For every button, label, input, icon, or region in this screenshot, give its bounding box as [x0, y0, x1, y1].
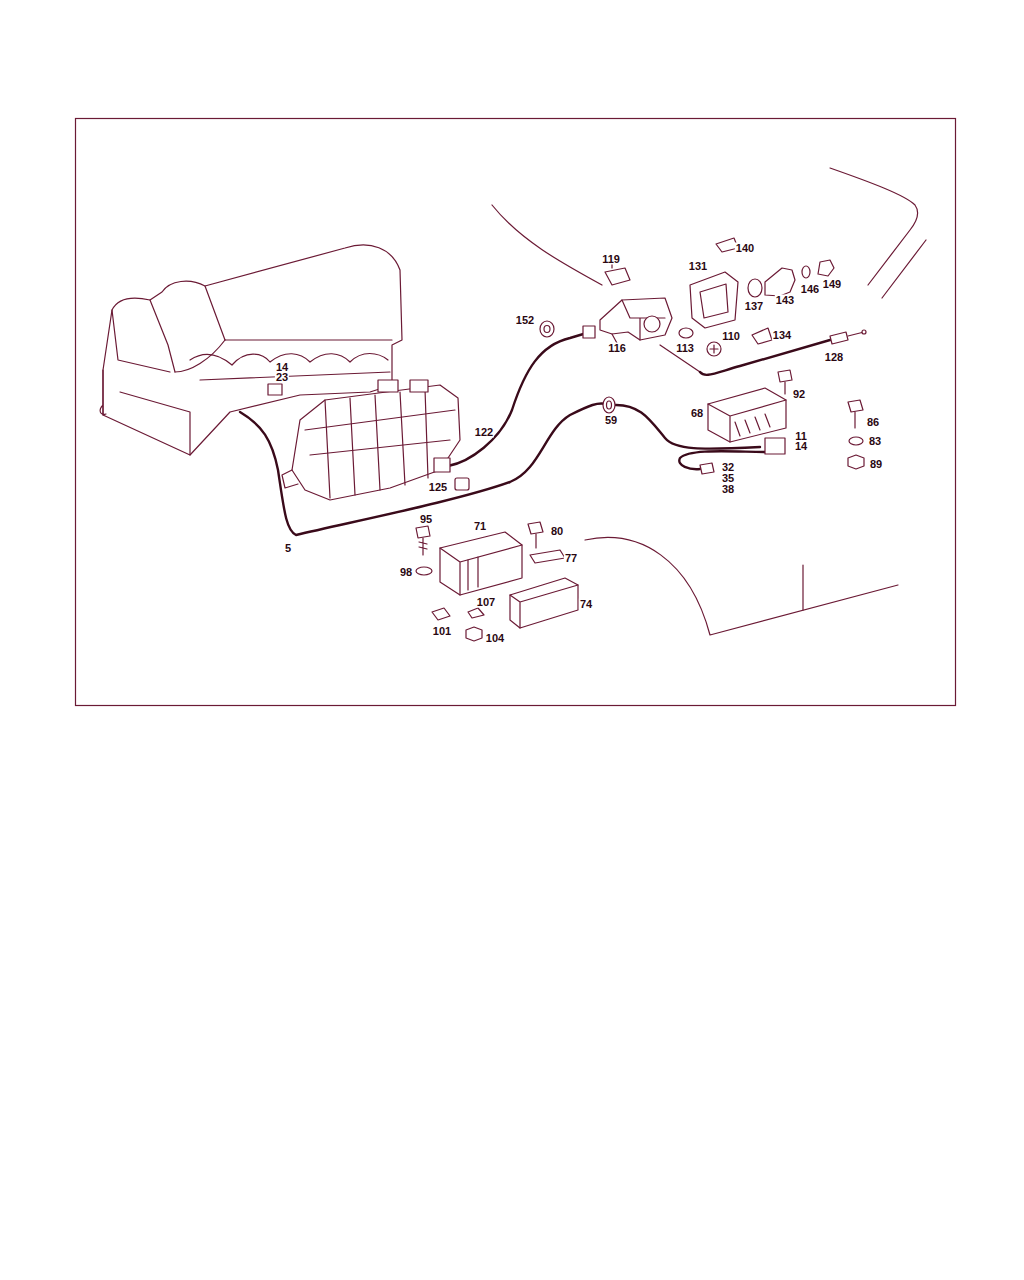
callout-number: 80	[550, 526, 564, 537]
callout-number: 59	[604, 415, 618, 426]
callout-number: 146	[800, 284, 820, 295]
callout-number: 119	[601, 254, 621, 265]
callout-number: 134	[772, 330, 792, 341]
callout-number: 110	[721, 331, 741, 342]
callout-number: 89	[869, 459, 883, 470]
callout-number: 38	[721, 484, 735, 495]
callout-number: 122	[474, 427, 494, 438]
callout-number: 116	[607, 343, 627, 354]
callout-number: 140	[735, 243, 755, 254]
callout-number: 137	[744, 301, 764, 312]
callout-number: 32	[721, 462, 735, 473]
callout-number: 92	[792, 389, 806, 400]
callout-number: 86	[866, 417, 880, 428]
callout-number: 149	[822, 279, 842, 290]
callout-number: 101	[432, 626, 452, 637]
callout-number: 104	[485, 633, 505, 644]
callout-number: 83	[868, 436, 882, 447]
callout-number: 152	[515, 315, 535, 326]
callout-number: 107	[476, 597, 496, 608]
callout-number: 128	[824, 352, 844, 363]
callout-number: 143	[775, 295, 795, 306]
callout-number: 131	[688, 261, 708, 272]
callout-number: 35	[721, 473, 735, 484]
callout-number: 74	[579, 599, 593, 610]
callout-number: 14	[794, 441, 808, 452]
callout-number: 71	[473, 521, 487, 532]
callout-number: 5	[284, 543, 292, 554]
callout-number: 98	[399, 567, 413, 578]
callout-number: 125	[428, 482, 448, 493]
callout-number: 77	[564, 553, 578, 564]
callout-number: 68	[690, 408, 704, 419]
callout-number: 23	[275, 372, 289, 383]
callout-number: 95	[419, 514, 433, 525]
callout-number: 113	[675, 343, 695, 354]
